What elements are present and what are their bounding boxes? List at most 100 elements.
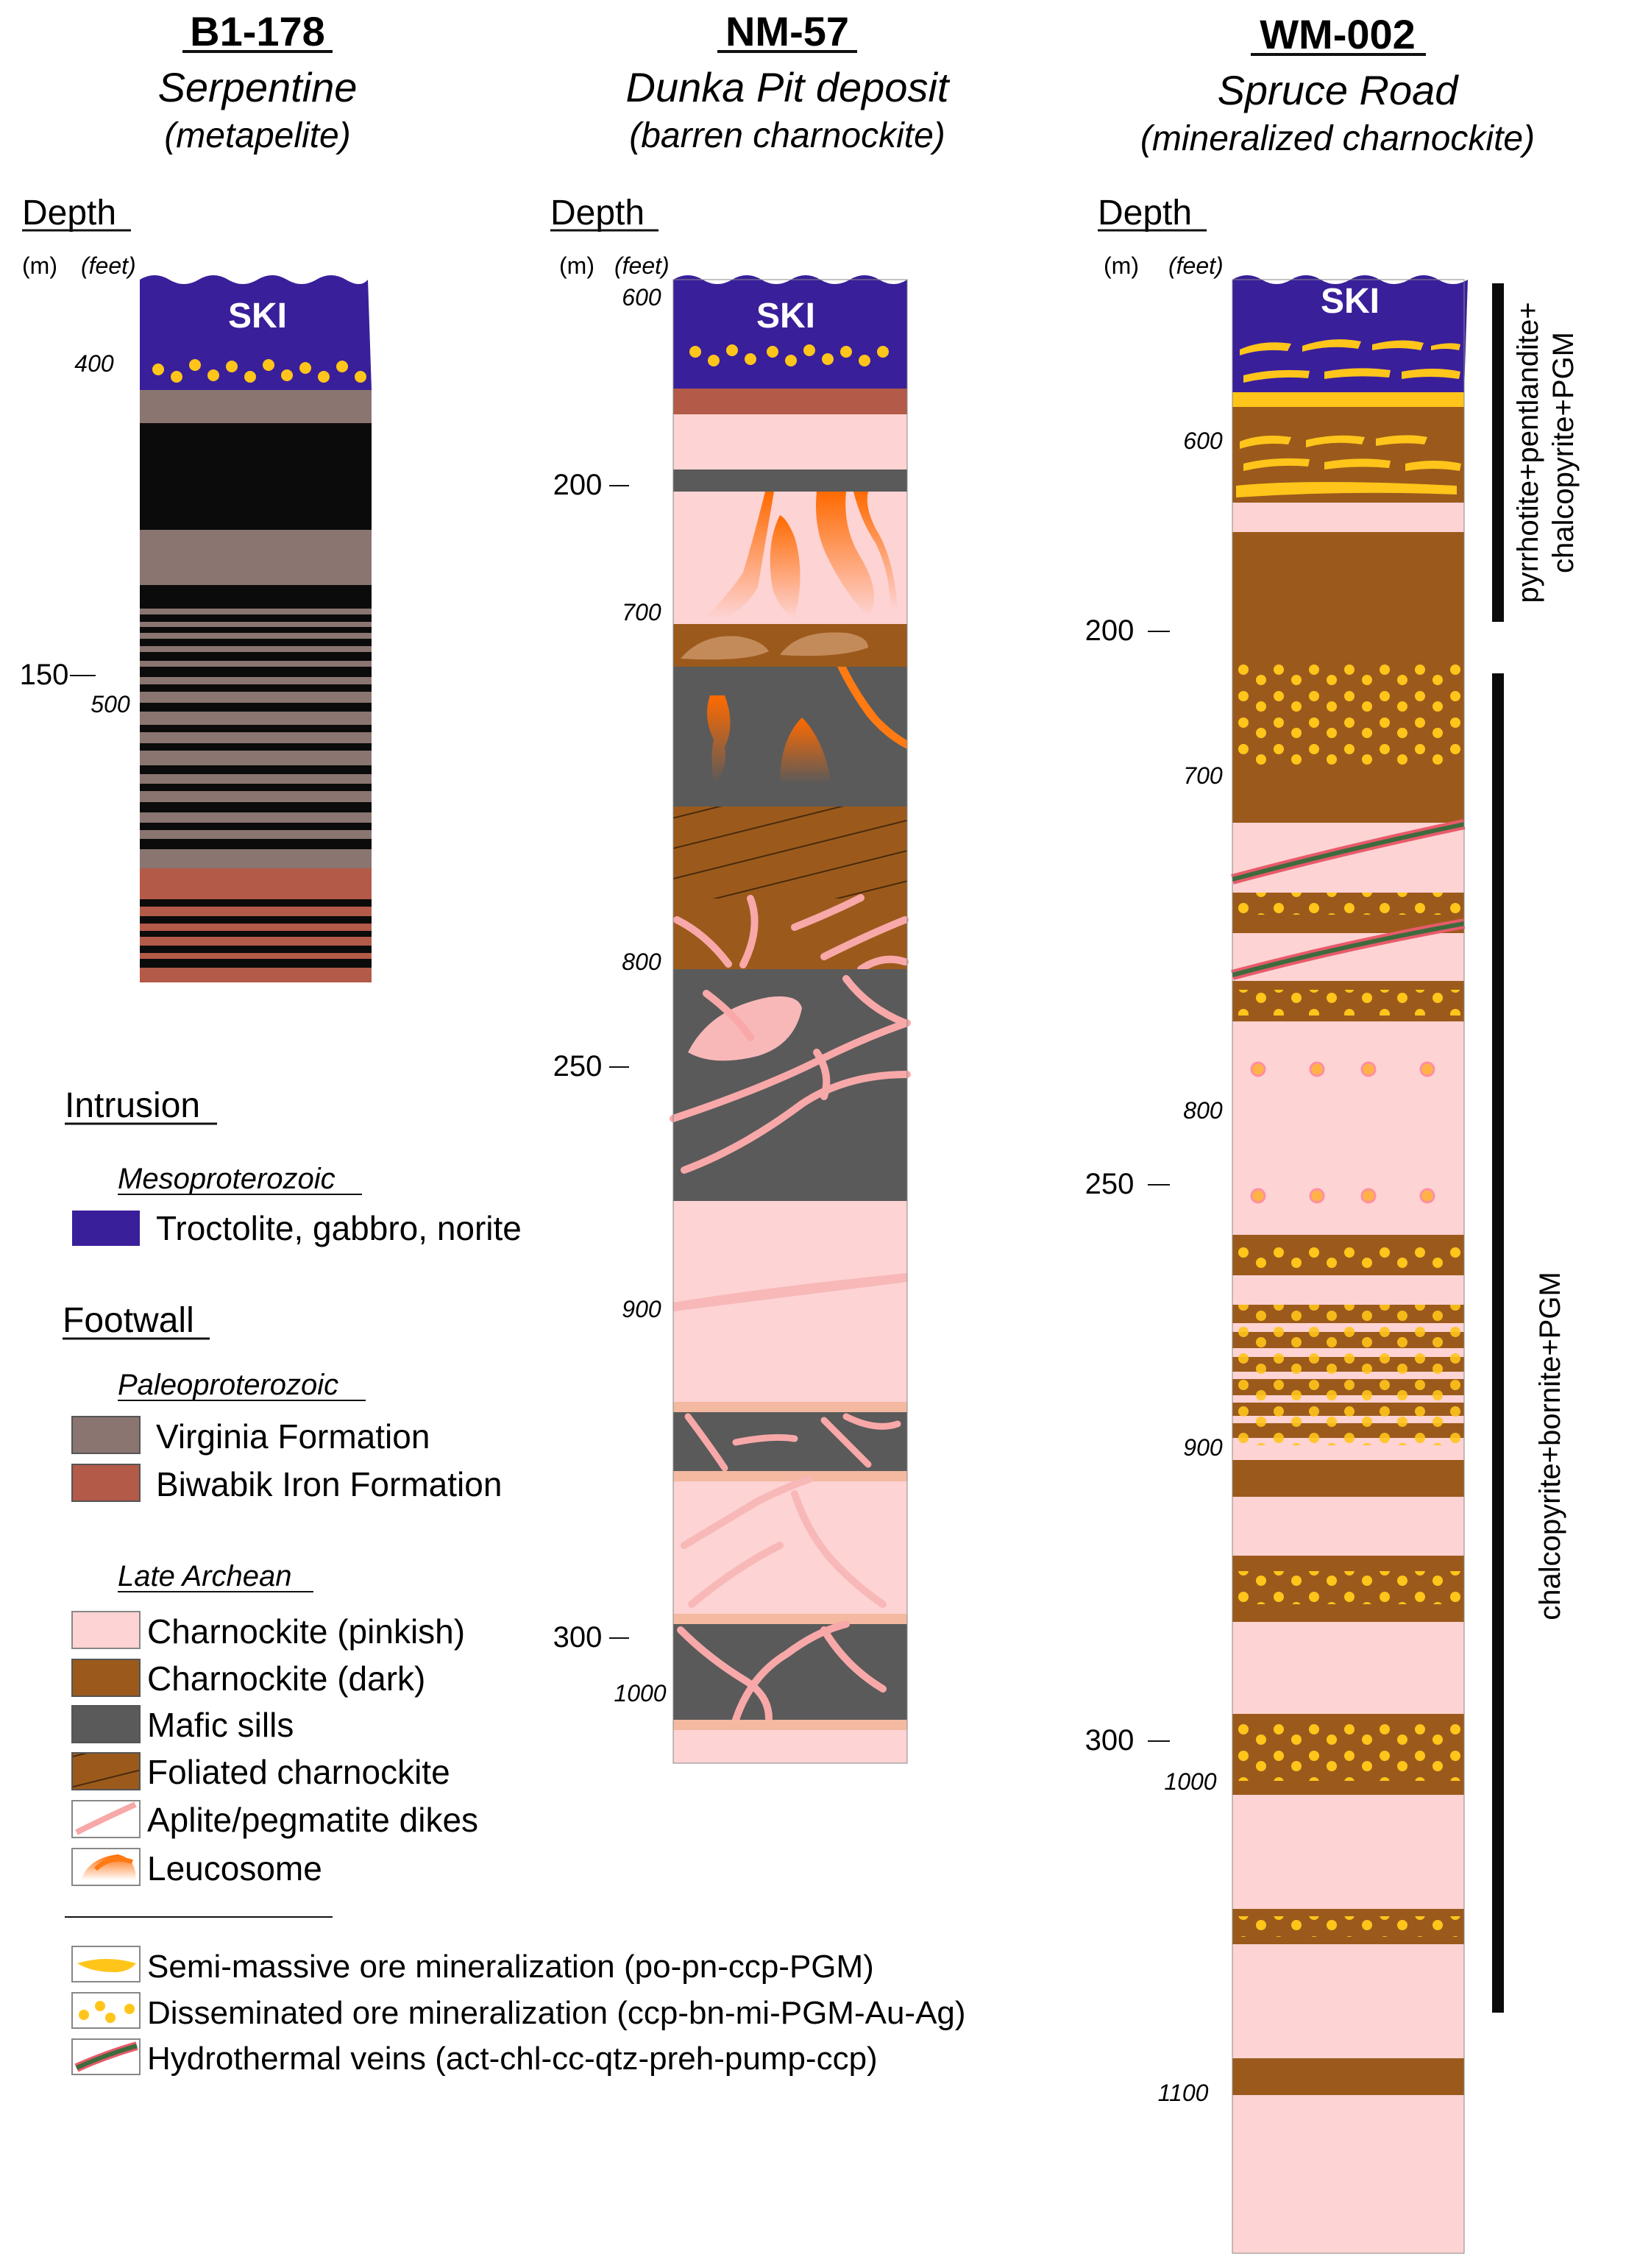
zone-label-lower: chalcopyrite+bornite+PGM xyxy=(1534,1272,1566,1620)
aplite-dikes xyxy=(684,1413,901,1472)
unit-feet: (feet) xyxy=(614,252,670,279)
column-id: NM-57 xyxy=(725,8,849,54)
charnockite-dark-layer xyxy=(1232,1460,1464,1497)
biwabik-bands xyxy=(140,899,372,968)
legend-swatch-mafic xyxy=(71,1705,141,1743)
ski-layer xyxy=(673,275,907,389)
disseminated-ore-zone xyxy=(1232,893,1464,915)
feet-tick: 1000 xyxy=(614,1680,666,1707)
ski-layer xyxy=(1232,275,1468,392)
legend-label-biwabik: Biwabik Iron Formation xyxy=(156,1465,502,1503)
depth-label: Depth xyxy=(1098,194,1192,233)
semi-massive-band xyxy=(1232,392,1464,407)
nm-depth-ticks: 600 200 700 800 250 900 300 1000 xyxy=(553,284,667,1707)
leucosome-in-mafic xyxy=(707,695,831,784)
mineral-zone-bars: pyrrhotite+pentlandite+ chalcopyrite+PGM… xyxy=(1492,283,1580,2013)
column-id: WM-002 xyxy=(1260,11,1416,57)
wm-depth-ticks: 600 200 700 800 250 900 300 1000 1100 xyxy=(1085,428,1223,2106)
legend-label-aplite: Aplite/pegmatite dikes xyxy=(147,1801,478,1839)
legend-swatch-disseminated xyxy=(71,1992,141,2029)
column-id: B1-178 xyxy=(190,8,325,54)
legend: Intrusion Mesoproterozoic Troctolite, ga… xyxy=(63,1086,966,2077)
column-outline xyxy=(672,279,908,1764)
column-subtitle: Dunka Pit deposit xyxy=(626,64,951,110)
charnockite-pink-layer xyxy=(673,414,907,469)
hydrothermal-vein xyxy=(1232,921,1465,977)
column-wm-002: SKI xyxy=(1085,275,1468,2254)
unit-m: (m) xyxy=(559,252,594,279)
charnockite-pink-layer xyxy=(1232,2095,1464,2253)
legend-heading-footwall: Footwall xyxy=(63,1301,194,1340)
black-layer xyxy=(140,423,372,530)
feet-tick: 600 xyxy=(622,284,661,311)
zone-label-upper-line2: chalcopyrite+PGM xyxy=(1547,332,1580,573)
interbedded-zone xyxy=(1232,1305,1464,1445)
feet-tick: 700 xyxy=(622,599,661,626)
depth-label: Depth xyxy=(550,194,645,233)
aplite-dike-faint xyxy=(673,1273,907,1311)
legend-swatch-troctolite xyxy=(72,1211,140,1246)
brown-lenses xyxy=(681,632,868,660)
column-titles: B1-178 Serpentine (metapelite) NM-57 Dun… xyxy=(158,8,1536,158)
feet-tick: 900 xyxy=(1183,1434,1223,1461)
charnockite-pink-layer xyxy=(1232,1795,1464,1909)
disseminated-ore-zone xyxy=(1232,1571,1464,1604)
charnockite-pink-vein-layer xyxy=(1232,933,1464,981)
hydrothermal-vein xyxy=(1232,822,1465,882)
charnockite-pink-layer xyxy=(673,1730,907,1763)
legend-label-charn-dark: Charnockite (dark) xyxy=(147,1659,425,1698)
legend-swatch-foliated xyxy=(71,1752,141,1790)
virginia-layer xyxy=(140,390,372,423)
legend-swatch-aplite xyxy=(71,1800,141,1838)
legend-label-foliated: Foliated charnockite xyxy=(147,1753,450,1791)
feet-tick: 1000 xyxy=(1164,1768,1216,1795)
legend-label-charn-pink: Charnockite (pinkish) xyxy=(147,1612,465,1651)
legend-label-semi-massive: Semi-massive ore mineralization (po-pn-c… xyxy=(147,1949,874,1985)
aplite-dikes xyxy=(677,1620,887,1723)
legend-label-hydrothermal: Hydrothermal veins (act-chl-cc-qtz-preh-… xyxy=(147,2041,878,2077)
column-nm-57: SKI xyxy=(553,275,911,1764)
thin-band xyxy=(673,1471,907,1481)
mafic-layer xyxy=(673,1624,907,1720)
leucosome-flames xyxy=(706,492,898,618)
unit-feet: (feet) xyxy=(81,252,136,279)
legend-swatch-virginia xyxy=(71,1416,141,1454)
legend-swatch-charn-pink xyxy=(71,1611,141,1649)
aplite-dikes xyxy=(681,1475,887,1608)
thin-band xyxy=(673,1614,907,1624)
charnockite-pink-layer xyxy=(1232,1445,1464,1460)
m-tick: 200 xyxy=(553,469,603,501)
ski-label: SKI xyxy=(228,297,287,336)
disseminated-dots-pink xyxy=(1250,1061,1435,1204)
disseminated-dots xyxy=(152,359,366,383)
legend-swatch-biwabik xyxy=(71,1464,141,1502)
depth-headers: Depth (m) (feet) Depth (m) (feet) Depth … xyxy=(22,194,1224,279)
column-subtitle: Serpentine xyxy=(158,64,358,110)
legend-swatch-semi-massive xyxy=(71,1946,141,1982)
thin-band xyxy=(673,1720,907,1730)
zone-bar-lower xyxy=(1492,673,1504,2013)
charnockite-pink-layer xyxy=(1232,1275,1464,1305)
legend-swatch-charn-dark xyxy=(71,1659,141,1697)
disseminated-ore-zone xyxy=(1232,1242,1464,1268)
charnockite-pink-layer xyxy=(1232,1622,1464,1714)
column-note: (barren charnockite) xyxy=(629,116,945,155)
title-wm-002: WM-002 Spruce Road (mineralized charnock… xyxy=(1140,11,1535,158)
unit-m: (m) xyxy=(22,252,57,279)
legend-label-disseminated: Disseminated ore mineralization (ccp-bn-… xyxy=(147,1995,966,2031)
depth-label: Depth xyxy=(22,194,116,233)
title-nm-57: NM-57 Dunka Pit deposit (barren charnock… xyxy=(626,8,951,155)
thin-band xyxy=(673,1402,907,1412)
disseminated-ore-zone xyxy=(1232,990,1464,1016)
m-tick: 200 xyxy=(1085,614,1135,647)
m-tick: 250 xyxy=(553,1050,603,1082)
legend-heading-paleo: Paleoproterozoic xyxy=(118,1369,338,1401)
virginia-layer xyxy=(140,530,372,585)
foliated-charnockite-layer xyxy=(673,807,907,899)
feet-tick: 500 xyxy=(90,691,130,717)
leucosome-vein xyxy=(837,667,907,749)
b1-depth-ticks: 400 150 500 xyxy=(20,350,130,717)
charnockite-dark-layer xyxy=(1232,2058,1464,2095)
legend-swatch-leucosome xyxy=(71,1848,141,1886)
